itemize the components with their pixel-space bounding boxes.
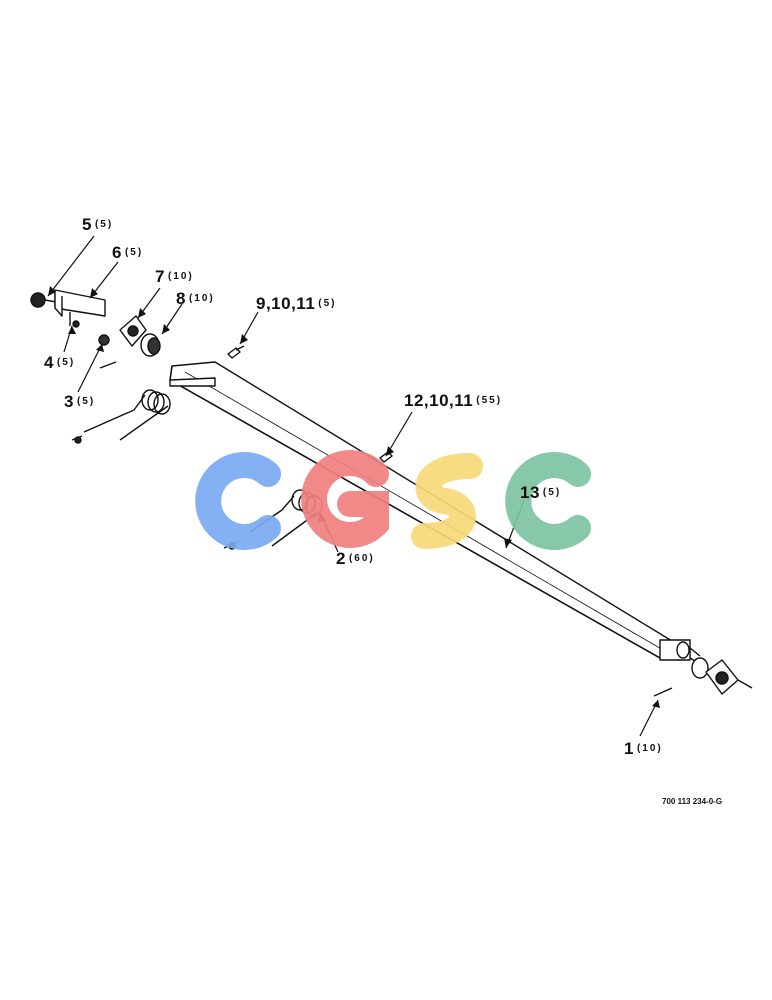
callout-quantity: (60) [348,553,375,564]
leader-arrowheads [48,286,660,708]
callout-7: 7(10) [155,268,194,286]
callout-9-10-11: 9,10,11(5) [256,295,337,313]
callout-number: 4 [44,353,54,372]
flange-bearing-7 [119,315,147,347]
left-bracket [30,289,110,346]
callout-8: 8(10) [176,290,215,308]
callout-quantity: (5) [318,298,337,309]
callout-quantity: (10) [188,293,215,304]
bearing-8 [140,333,161,357]
callout-12-10-11: 12,10,11(55) [404,392,502,410]
callout-number: 1 [624,739,634,758]
callout-5: 5(5) [82,216,113,234]
logo-letter-s [411,453,483,549]
callout-number: 8 [176,289,186,308]
callout-quantity: (5) [542,487,562,498]
callout-3: 3(5) [64,393,95,411]
callout-number: 2 [336,549,346,568]
callout-number: 6 [112,243,122,262]
callout-4: 4(5) [44,354,75,372]
logo-letter-c2 [505,452,591,550]
callout-number: 9,10,11 [256,294,316,313]
callout-quantity: (10) [167,271,194,282]
drawing-number: 700 113 234-0-G [662,797,723,806]
callout-quantity: (10) [636,743,663,754]
callout-quantity: (5) [124,247,144,258]
callout-number: 5 [82,215,92,234]
logo-letter-c1 [195,452,281,550]
callout-13: 13(5) [520,484,561,502]
spring-tine-left [71,389,171,444]
callout-quantity: (5) [56,357,76,368]
callout-6: 6(5) [112,244,143,262]
callout-number: 7 [155,267,165,286]
callout-quantity: (5) [94,219,114,230]
callout-quantity: (5) [76,396,96,407]
callout-number: 12,10,11 [404,391,474,410]
callout-1: 1(10) [624,740,663,758]
callout-quantity: (55) [476,395,503,406]
callout-number: 13 [520,483,540,502]
shaft-assembly [30,235,753,737]
cgsc-watermark-logo [195,450,591,550]
right-bearing [653,657,753,697]
callout-number: 3 [64,392,74,411]
callout-2: 2(60) [336,550,375,568]
logo-letter-g [301,450,389,548]
